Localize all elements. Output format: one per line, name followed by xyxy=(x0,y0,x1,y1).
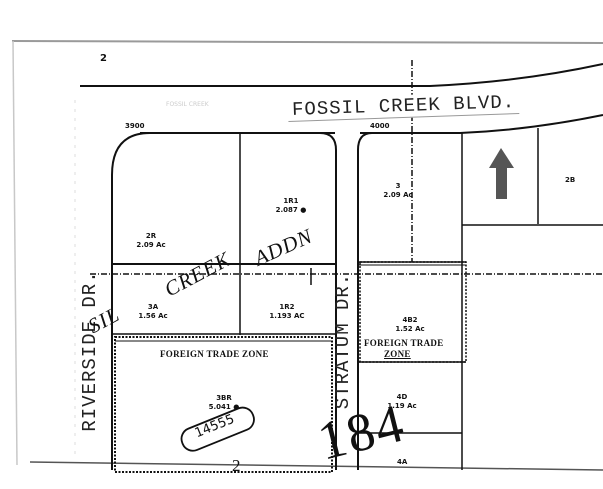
lot-4d: 4D 1.19 Ac xyxy=(387,393,417,410)
lot-1r1: 1R1 2.087 ● xyxy=(275,197,307,214)
lot-3a: 3A 1.56 Ac xyxy=(138,303,168,320)
tracking-number-oval xyxy=(180,406,255,452)
lot-4a: 4A xyxy=(397,458,408,466)
lot-3: 3 2.09 Ac xyxy=(383,182,413,199)
foreign-trade-zone-small-line2: ZONE xyxy=(384,349,411,359)
lot-1r2: 1R2 1.193 AC xyxy=(269,303,305,320)
lot-2r: 2R 2.09 Ac xyxy=(136,232,166,249)
foreign-trade-zone-small-line1: FOREIGN TRADE xyxy=(364,338,444,348)
fossil-creek-ghost-label: FOSSIL CREEK xyxy=(166,101,209,108)
lot-4b2: 4B2 1.52 Ac xyxy=(395,316,425,333)
street-stratum-dr: STRATUM DR. xyxy=(332,272,354,410)
lot-2b: 2B xyxy=(565,176,576,184)
address-4000: 4000 xyxy=(370,122,390,130)
foreign-trade-zone-label: FOREIGN TRADE ZONE xyxy=(160,349,269,359)
lot-3br: 3BR 5.041 ● xyxy=(208,394,240,411)
north-arrow-icon xyxy=(489,148,514,199)
street-riverside-dr: RIVERSIDE DR. xyxy=(79,270,101,432)
address-3900: 3900 xyxy=(125,122,145,130)
block-number-bottom: 2 xyxy=(232,456,241,475)
block-number-top: 2 xyxy=(100,53,107,64)
